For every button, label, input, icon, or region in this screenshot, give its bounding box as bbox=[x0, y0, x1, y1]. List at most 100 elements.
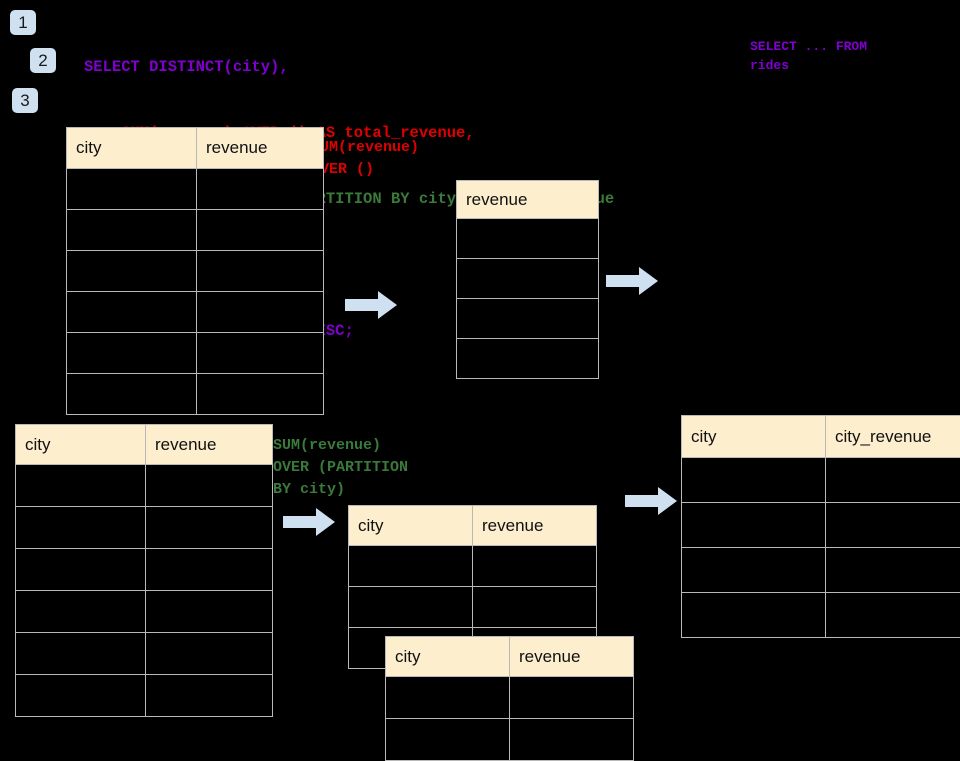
step-badge-3-label: 3 bbox=[20, 92, 29, 109]
cell-city bbox=[67, 374, 197, 415]
cell-city bbox=[16, 507, 146, 549]
cell-city-revenue bbox=[826, 548, 960, 593]
table-row bbox=[16, 675, 273, 717]
column-header-revenue: revenue bbox=[510, 637, 634, 677]
result-city-revenue-table: city city_revenue bbox=[681, 415, 960, 638]
column-header-revenue: revenue bbox=[473, 506, 597, 546]
cell-city-revenue bbox=[826, 593, 960, 638]
table-row bbox=[457, 219, 599, 259]
table-row bbox=[67, 333, 324, 374]
table-row bbox=[16, 549, 273, 591]
cell-city bbox=[682, 593, 826, 638]
annotation-sum-over-partition: SUM(revenue) OVER (PARTITION BY city) bbox=[273, 435, 408, 501]
cell-city bbox=[349, 587, 473, 628]
cell-revenue bbox=[473, 546, 597, 587]
table-header-row: city revenue bbox=[386, 637, 634, 677]
step-badge-1-label: 1 bbox=[18, 14, 27, 31]
cell-city bbox=[67, 210, 197, 251]
column-header-revenue: revenue bbox=[457, 181, 599, 219]
table-row bbox=[349, 546, 597, 587]
cell-revenue bbox=[146, 675, 273, 717]
table-row bbox=[682, 458, 960, 503]
table-row bbox=[682, 548, 960, 593]
cell-city bbox=[682, 503, 826, 548]
table-row bbox=[67, 169, 324, 210]
table-header-row: city revenue bbox=[349, 506, 597, 546]
cell-revenue bbox=[457, 259, 599, 299]
cell-revenue bbox=[197, 374, 324, 415]
sql-line-select: SELECT DISTINCT(city), bbox=[84, 56, 614, 78]
step-badge-1: 1 bbox=[10, 10, 36, 35]
column-header-city: city bbox=[349, 506, 473, 546]
cell-revenue bbox=[146, 633, 273, 675]
column-header-revenue: revenue bbox=[197, 128, 324, 169]
cell-revenue bbox=[510, 719, 634, 761]
cell-revenue bbox=[197, 292, 324, 333]
cell-city bbox=[67, 333, 197, 374]
table-row bbox=[457, 259, 599, 299]
cell-city bbox=[67, 169, 197, 210]
source-rides-table: city revenue bbox=[66, 127, 324, 415]
cell-revenue bbox=[146, 591, 273, 633]
cell-city bbox=[16, 591, 146, 633]
cell-revenue bbox=[457, 219, 599, 259]
table-row bbox=[682, 503, 960, 548]
cell-revenue bbox=[197, 169, 324, 210]
cell-city-revenue bbox=[826, 503, 960, 548]
cell-city bbox=[67, 292, 197, 333]
arrow-groups-to-result-icon bbox=[625, 487, 677, 515]
cell-revenue bbox=[197, 210, 324, 251]
cell-revenue bbox=[457, 299, 599, 339]
cell-city bbox=[682, 548, 826, 593]
cell-revenue bbox=[197, 333, 324, 374]
cell-revenue bbox=[510, 677, 634, 719]
table-row bbox=[67, 210, 324, 251]
step-badge-3: 3 bbox=[12, 88, 38, 113]
column-header-revenue: revenue bbox=[146, 425, 273, 465]
arrow-total-to-result-icon bbox=[606, 267, 658, 295]
table-row bbox=[386, 677, 634, 719]
partition-source-table: city revenue bbox=[15, 424, 273, 717]
table-row bbox=[67, 251, 324, 292]
column-header-city: city bbox=[16, 425, 146, 465]
cell-city bbox=[16, 465, 146, 507]
table-row bbox=[67, 374, 324, 415]
column-header-city: city bbox=[682, 416, 826, 458]
cell-city bbox=[349, 546, 473, 587]
column-header-city: city bbox=[67, 128, 197, 169]
column-header-city: city bbox=[386, 637, 510, 677]
column-header-city-revenue: city_revenue bbox=[826, 416, 960, 458]
table-header-row: revenue bbox=[457, 181, 599, 219]
cell-city bbox=[386, 677, 510, 719]
cell-revenue bbox=[197, 251, 324, 292]
table-row bbox=[16, 507, 273, 549]
arrow-partition-source-to-groups-icon bbox=[283, 508, 335, 536]
cell-city bbox=[386, 719, 510, 761]
partition-group-b-table: city revenue bbox=[385, 636, 634, 761]
cell-revenue bbox=[473, 587, 597, 628]
cell-city bbox=[16, 675, 146, 717]
table-row bbox=[682, 593, 960, 638]
step-badge-2: 2 bbox=[30, 48, 56, 73]
cell-revenue bbox=[146, 549, 273, 591]
table-row bbox=[457, 299, 599, 339]
cell-city-revenue bbox=[826, 458, 960, 503]
diagram-canvas: 1 2 3 SELECT DISTINCT(city), SUM(revenue… bbox=[0, 0, 960, 720]
arrow-source-to-total-icon bbox=[345, 291, 397, 319]
table-row bbox=[16, 591, 273, 633]
table-row bbox=[349, 587, 597, 628]
annotation-sum-over-empty: SUM(revenue) OVER () bbox=[311, 137, 419, 181]
cell-city bbox=[682, 458, 826, 503]
table-header-row: city city_revenue bbox=[682, 416, 960, 458]
cell-revenue bbox=[146, 507, 273, 549]
table-header-row: city revenue bbox=[16, 425, 273, 465]
table-row bbox=[67, 292, 324, 333]
cell-revenue bbox=[457, 339, 599, 379]
table-row bbox=[457, 339, 599, 379]
cell-city bbox=[16, 633, 146, 675]
step-badge-2-label: 2 bbox=[38, 52, 47, 69]
table-row bbox=[16, 465, 273, 507]
table-row bbox=[386, 719, 634, 761]
table-header-row: city revenue bbox=[67, 128, 324, 169]
cell-revenue bbox=[146, 465, 273, 507]
